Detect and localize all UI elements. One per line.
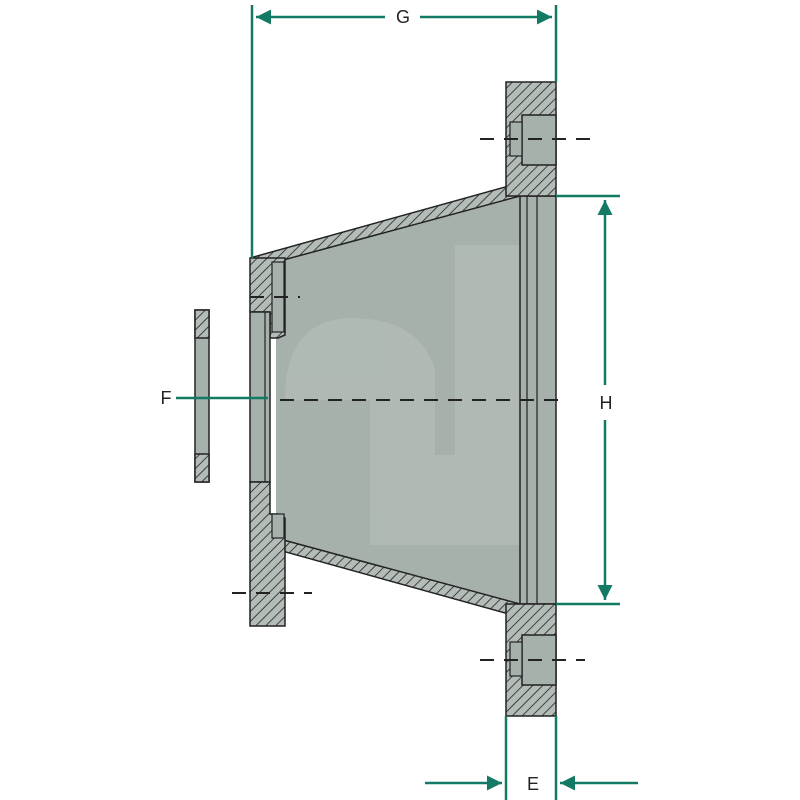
gasket-ring-top-hatch <box>194 309 210 339</box>
gasket-ring-bottom-hatch <box>194 453 210 483</box>
center-lines <box>232 138 600 661</box>
extension-lines <box>250 5 620 800</box>
e-dimension: E <box>425 774 638 794</box>
h-dimension: H <box>597 200 613 600</box>
cone-body <box>276 196 520 604</box>
small-flange-bottom-neck <box>271 513 285 539</box>
e-label: E <box>527 774 539 794</box>
h-label: H <box>600 393 613 413</box>
f-label: F <box>161 388 172 408</box>
watermark <box>285 245 520 545</box>
g-label: G <box>396 7 410 27</box>
g-dimension: G <box>256 7 552 27</box>
